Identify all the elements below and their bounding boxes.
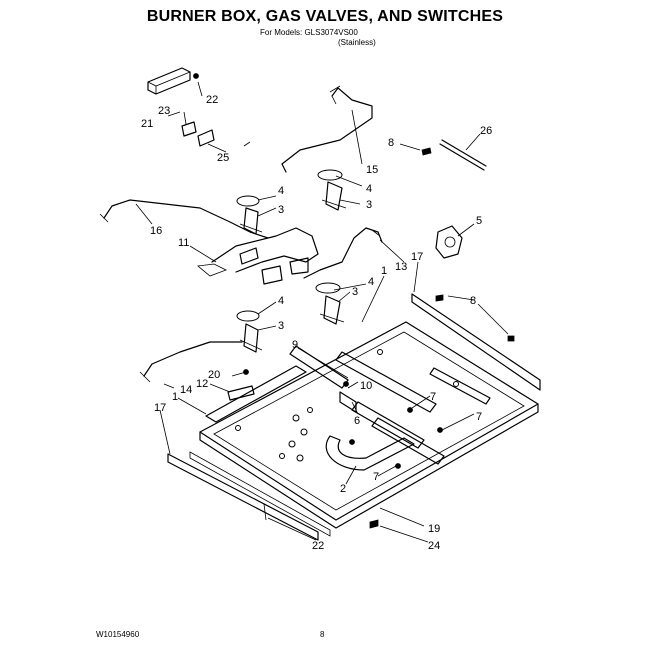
burner-box-part-1 [189, 321, 539, 537]
side-trim-right-part-17 [411, 293, 541, 391]
callout-11: 11 [178, 237, 189, 249]
callout-17-left: 17 [154, 402, 166, 414]
finish-label: (Stainless) [338, 38, 376, 47]
gas-tube-part-16 [99, 199, 269, 239]
document-number: W10154960 [96, 630, 140, 639]
callout-22-bottom: 22 [312, 540, 324, 552]
side-trim-left-part-17 [167, 453, 319, 541]
callout-21: 21 [141, 118, 153, 130]
callout-7-lower: 7 [373, 471, 379, 483]
callout-3-lower-right: 3 [352, 286, 358, 298]
page-title: BURNER BOX, GAS VALVES, AND SWITCHES [146, 8, 504, 25]
burner-box-holes [235, 349, 459, 462]
callout-4-upper-right: 4 [366, 183, 372, 195]
switch-housing-part [147, 67, 251, 147]
leader-lines [135, 81, 509, 543]
burner-tubes [205, 345, 491, 471]
callout-1-left: 1 [172, 391, 178, 403]
callout-17-right: 17 [411, 251, 423, 263]
callout-3-upper-right: 3 [366, 199, 372, 211]
callout-5: 5 [476, 215, 482, 227]
callout-14: 14 [180, 384, 192, 396]
gas-tube-part-13 [303, 227, 383, 279]
callout-23: 23 [158, 105, 170, 117]
regulator-part-5 [435, 225, 463, 259]
callout-2: 2 [340, 483, 346, 495]
upper-right-valve [317, 169, 347, 211]
callout-8-top: 8 [388, 137, 394, 149]
callout-1-upper: 1 [381, 265, 387, 277]
callout-19: 19 [428, 523, 440, 535]
gas-tube-part-15 [281, 85, 373, 173]
callout-20: 20 [208, 369, 220, 381]
page-number: 8 [320, 630, 325, 639]
callout-25: 25 [217, 152, 229, 164]
rod-part-26 [421, 139, 487, 171]
upper-left-valve [236, 195, 263, 235]
callout-22-top: 22 [206, 94, 218, 106]
callout-16: 16 [150, 225, 162, 237]
callout-7-right: 7 [476, 411, 482, 423]
callout-10: 10 [360, 380, 372, 392]
lower-left-valve [236, 310, 263, 353]
callout-7-upper: 7 [430, 391, 436, 403]
screws-part-7 [343, 381, 443, 529]
wire-harness-part-11 [197, 227, 319, 285]
callout-4-lower-left: 4 [278, 295, 284, 307]
callout-26: 26 [480, 125, 492, 137]
callout-4-lower-right: 4 [368, 276, 374, 288]
callout-24: 24 [428, 540, 440, 552]
bracket-part-12 [227, 369, 255, 401]
callout-13: 13 [395, 261, 407, 273]
callout-3-lower-left: 3 [278, 320, 284, 332]
models-label: For Models: GLS3074VS00 [260, 28, 358, 37]
callout-6: 6 [354, 415, 360, 427]
callout-9: 9 [292, 339, 298, 351]
lower-right-valve [315, 282, 345, 325]
callout-4-upper-left: 4 [278, 185, 284, 197]
callout-15: 15 [366, 164, 378, 176]
callout-12: 12 [196, 378, 208, 390]
callout-3-upper-left: 3 [278, 204, 284, 216]
callout-8-right: 8 [470, 295, 476, 307]
gas-tube-part-14 [139, 341, 243, 383]
